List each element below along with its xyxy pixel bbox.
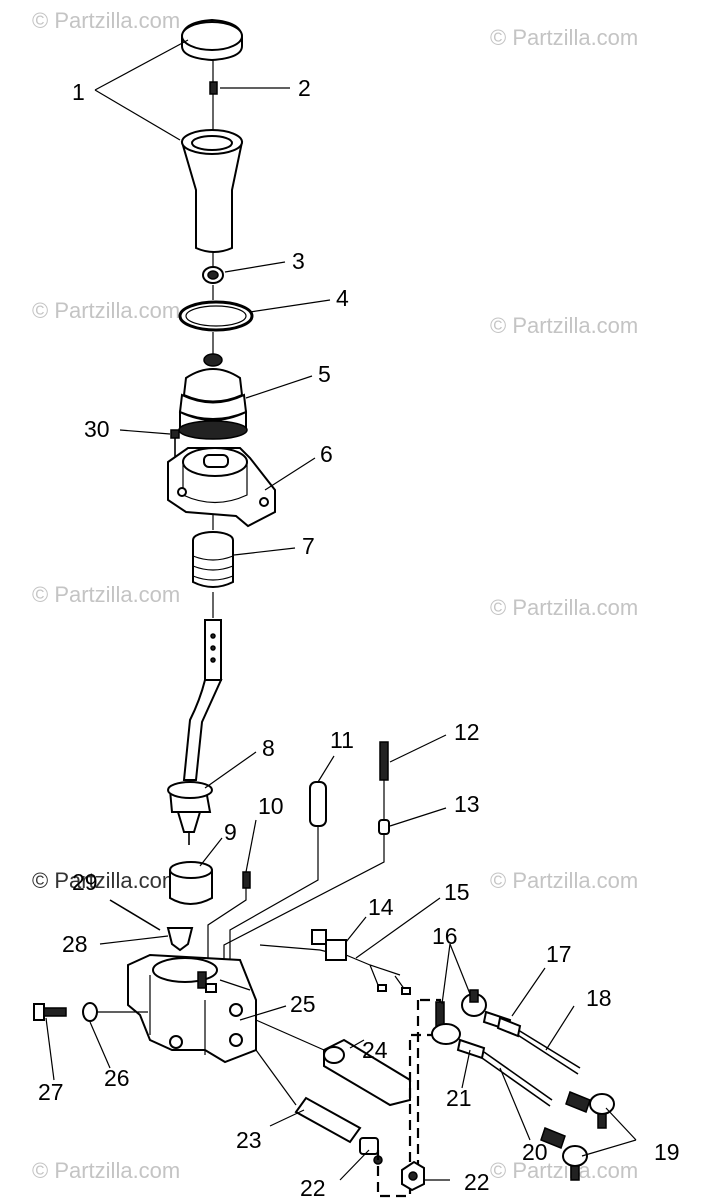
callout-13: 13 [454, 791, 480, 817]
callout-5: 5 [318, 361, 331, 387]
watermark-3: © Partzilla.com [32, 298, 180, 323]
part-20-21-rod [456, 1038, 553, 1107]
part-shift-knob [180, 129, 244, 253]
callouts: 1 2 3 4 5 30 6 7 8 11 12 10 13 9 29 15 1… [38, 75, 680, 1200]
part-8-lever [167, 619, 223, 845]
part-4-ring [178, 300, 254, 332]
callout-2: 2 [298, 75, 311, 101]
part-24-link [255, 1019, 411, 1107]
part-11-pin [309, 781, 327, 870]
callout-24: 24 [362, 1037, 388, 1063]
callout-25: 25 [290, 991, 316, 1017]
callout-3: 3 [292, 248, 305, 274]
part-7-bushing [192, 531, 234, 588]
part-25-housing [127, 953, 257, 1064]
callout-15: 15 [444, 879, 470, 905]
callout-17: 17 [546, 941, 572, 967]
watermarks: © Partzilla.com © Partzilla.com © Partzi… [32, 8, 638, 1183]
part-19-rod-ends [540, 1091, 615, 1181]
part-27-bolt [33, 1003, 67, 1021]
watermark-2: © Partzilla.com [490, 25, 638, 50]
part-22-nut-b [401, 1160, 425, 1192]
callout-22b: 22 [464, 1169, 490, 1195]
part-23-shaft [255, 1049, 362, 1144]
part-29-pin [109, 899, 161, 931]
part-6-housing [167, 447, 276, 528]
callout-23: 23 [236, 1127, 262, 1153]
callout-18: 18 [586, 985, 612, 1011]
callout-10: 10 [258, 793, 284, 819]
watermark-6: © Partzilla.com [490, 595, 638, 620]
part-knob-cap [181, 18, 243, 62]
callout-29: 29 [72, 869, 98, 895]
callout-22a: 22 [300, 1175, 326, 1200]
callout-1: 1 [72, 79, 85, 105]
callout-20: 20 [522, 1139, 548, 1165]
assembly-lines [207, 858, 385, 970]
callout-12: 12 [454, 719, 480, 745]
watermark-5: © Partzilla.com [32, 582, 180, 607]
leader-lines [45, 39, 637, 1181]
part-28-fork [166, 927, 194, 952]
watermark-9: © Partzilla.com [32, 1158, 180, 1183]
callout-8: 8 [262, 735, 275, 761]
watermark-10: © Partzilla.com [490, 1158, 638, 1183]
callout-11: 11 [330, 727, 354, 753]
part-17-18-rod [482, 1010, 581, 1075]
part-16-ball-joint [431, 989, 487, 1045]
callout-7: 7 [302, 533, 315, 559]
part-2-screw [209, 81, 218, 95]
part-9-collar [169, 861, 213, 905]
watermark-1: © Partzilla.com [32, 8, 180, 33]
part-26-washer [82, 1002, 148, 1022]
callout-28: 28 [62, 931, 88, 957]
part-12-spring [379, 741, 389, 820]
part-10-spring [242, 871, 251, 889]
callout-9: 9 [224, 819, 237, 845]
callout-19: 19 [654, 1139, 680, 1165]
callout-6: 6 [320, 441, 333, 467]
callout-16: 16 [432, 923, 458, 949]
part-3-ring [202, 266, 224, 284]
part-5-boot [178, 353, 248, 440]
callout-14: 14 [368, 894, 394, 920]
callout-27: 27 [38, 1079, 64, 1105]
watermark-4: © Partzilla.com [490, 313, 638, 338]
watermark-7: © Partzilla.com [32, 868, 180, 893]
callout-30: 30 [84, 416, 110, 442]
callout-4: 4 [336, 285, 349, 311]
callout-21: 21 [446, 1085, 472, 1111]
callout-26: 26 [104, 1065, 130, 1091]
watermark-8: © Partzilla.com [490, 868, 638, 893]
part-13-detent [378, 819, 390, 858]
part-14-switch [311, 929, 411, 995]
